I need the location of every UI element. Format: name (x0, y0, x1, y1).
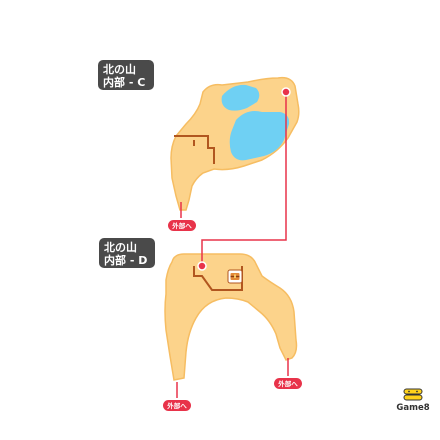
exit-lower-left[interactable]: 外部へ (163, 400, 191, 411)
route-marker-end[interactable] (197, 261, 207, 271)
treasure-chest-icon[interactable] (227, 269, 243, 284)
lower-area-floor (164, 253, 298, 381)
exit-upper-left[interactable]: 外部へ (168, 220, 196, 231)
area-upper-c (170, 76, 300, 211)
area-label-lower-line2: 内部 - D (104, 253, 147, 267)
area-lower-d (164, 253, 298, 381)
route-line (201, 92, 287, 266)
area-label-upper: 北の山 内部 - C (98, 60, 154, 90)
brand-name: Game8 (396, 403, 429, 413)
exit-lower-right-label: 外部へ (278, 379, 298, 388)
game8-logo-icon (403, 388, 423, 401)
route-marker-start[interactable] (281, 87, 291, 97)
exit-lower-right[interactable]: 外部へ (274, 378, 302, 389)
area-label-upper-line1: 北の山 (103, 62, 136, 76)
exit-upper-left-label: 外部へ (172, 221, 192, 230)
upper-water-pool-top (221, 84, 260, 111)
upper-inner-wall (174, 135, 215, 164)
upper-water-pool-right (229, 111, 290, 161)
area-label-upper-line2: 内部 - C (103, 75, 145, 89)
exit-lower-left-label: 外部へ (167, 401, 187, 410)
lower-inner-wall (193, 266, 243, 291)
route (176, 87, 291, 398)
area-label-lower: 北の山 内部 - D (99, 238, 155, 268)
area-label-lower-line1: 北の山 (104, 240, 137, 254)
